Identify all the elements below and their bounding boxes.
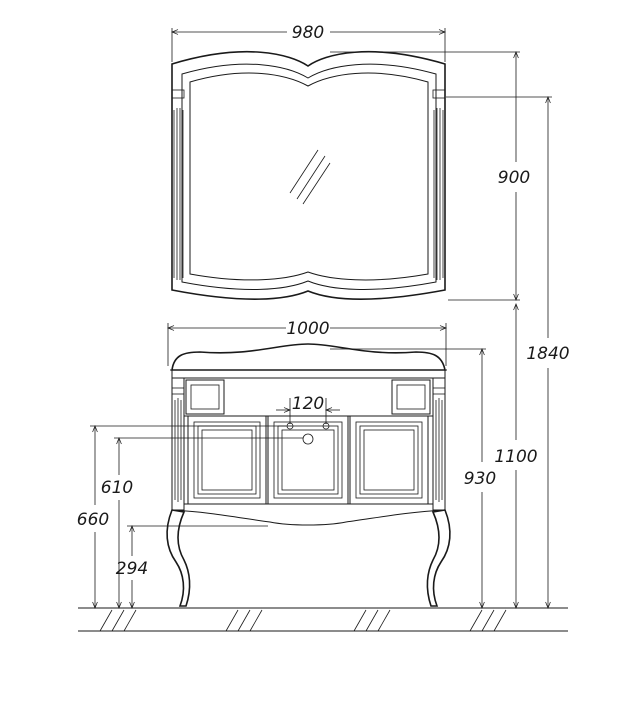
dim-leg-height: 294 — [116, 525, 268, 609]
corner-block-right — [391, 379, 431, 415]
mirror-pilaster-right — [432, 89, 446, 280]
dim-label-drawer-panel-height: 610 — [101, 478, 133, 498]
dim-label-drawer-top-height: 660 — [77, 510, 109, 530]
mirror-glass — [189, 72, 429, 281]
door-left — [187, 415, 267, 505]
vanity-cabinet — [166, 343, 451, 607]
mirror — [171, 50, 446, 300]
dim-label-total-height: 1840 — [526, 344, 569, 364]
dim-label-cabinet-height: 1100 — [494, 447, 537, 467]
apron — [171, 509, 446, 526]
dim-mirror-width: 980 — [171, 23, 446, 62]
dim-countertop-height: 930 — [330, 348, 496, 609]
dim-label-countertop-height: 930 — [464, 469, 496, 489]
dim-total-height: 1840 — [446, 96, 570, 609]
dim-cabinet-width: 1000 — [167, 319, 447, 366]
dim-cabinet-height: 1100 — [494, 303, 538, 609]
cabinet-pilaster-left — [171, 377, 185, 511]
countertop-lip — [171, 369, 446, 379]
floor — [78, 607, 568, 632]
dim-drawer-top-height: 660 — [77, 425, 286, 609]
countertop — [171, 343, 446, 371]
corner-block-left — [185, 379, 225, 415]
drain — [302, 433, 314, 445]
mirror-pilaster-left — [171, 89, 185, 280]
mirror-frame-outer — [171, 50, 446, 300]
door-right — [349, 415, 429, 505]
glass-reflection-3 — [302, 162, 331, 205]
dim-tap-spacing: 120 — [276, 394, 340, 424]
mirror-frame-inner — [181, 63, 437, 290]
leg-right — [426, 509, 451, 607]
cabinet-pilaster-right — [432, 377, 446, 511]
dim-mirror-height: 900 — [330, 51, 530, 301]
glass-reflection-1 — [289, 149, 319, 194]
dim-label-cabinet-width: 1000 — [286, 319, 329, 339]
dim-label-tap-spacing: 120 — [292, 394, 324, 414]
dim-drawer-panel-height: 610 — [101, 437, 303, 609]
dim-label-leg-height: 294 — [116, 559, 148, 579]
dim-label-mirror-width: 980 — [292, 23, 324, 43]
glass-reflection-2 — [296, 155, 326, 200]
dim-label-mirror-height: 900 — [498, 168, 530, 188]
floor-hatch — [99, 609, 507, 632]
leg-left — [166, 509, 191, 607]
door-center — [267, 415, 349, 505]
